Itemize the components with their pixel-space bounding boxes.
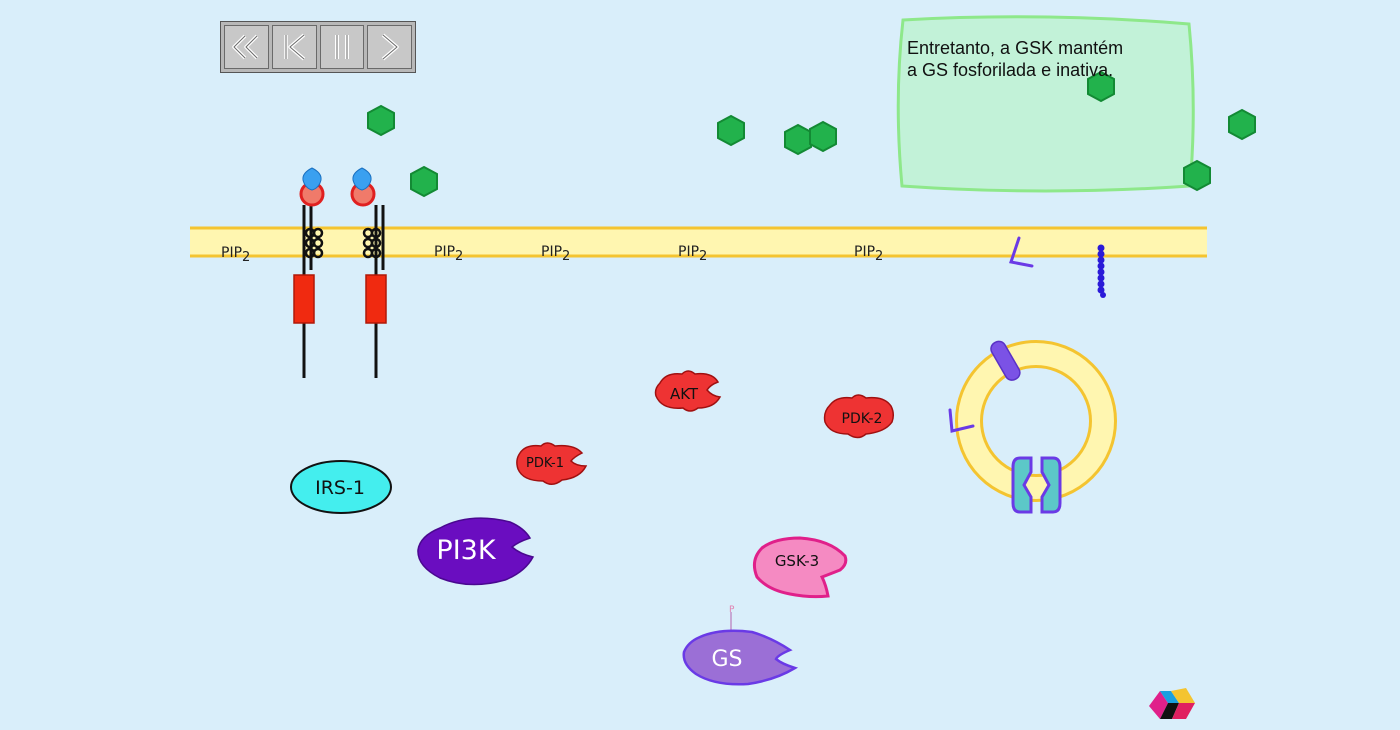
- svg-text:IRS-1: IRS-1: [315, 477, 365, 499]
- pip2-label: PIP2: [678, 244, 707, 264]
- glucose-molecule: [1228, 108, 1256, 141]
- pip2-label: PIP2: [541, 244, 570, 264]
- pdk1-protein: PDK-1: [516, 442, 588, 485]
- svg-text:PDK-2: PDK-2: [842, 411, 883, 427]
- media-controls: [220, 21, 416, 73]
- akt-protein: AKT: [654, 370, 722, 412]
- pip2-labels: PIP2 PIP2 PIP2 PIP2 PIP2: [221, 244, 883, 265]
- rewind-button[interactable]: [224, 25, 269, 69]
- chevron-right-icon: [381, 33, 399, 61]
- phosphate-marker: P: [729, 605, 735, 615]
- svg-text:AKT: AKT: [670, 385, 699, 403]
- svg-text:PI3K: PI3K: [436, 535, 496, 566]
- cell-membrane: [190, 226, 1207, 258]
- glucose-molecules: [367, 70, 1256, 198]
- glut4-vesicle: [948, 340, 1117, 514]
- glycogen-synthase: P GS: [682, 605, 799, 686]
- svg-text:GS: GS: [711, 647, 742, 672]
- membrane-anchor-marker: [1009, 236, 1034, 268]
- vesicle-membrane-protein: [990, 340, 1021, 381]
- pip2-label: PIP2: [434, 244, 463, 264]
- glucose-molecule: [717, 114, 745, 147]
- pip2-label: PIP2: [854, 244, 883, 264]
- skip-back-icon: [284, 33, 306, 61]
- glucose-molecule: [1183, 159, 1211, 192]
- glucose-molecule: [367, 104, 395, 137]
- insulin-receptor: [293, 167, 387, 378]
- gsk3-protein: GSK-3: [752, 536, 848, 599]
- next-button[interactable]: [367, 25, 412, 69]
- vesicle-anchor-marker: [948, 408, 975, 433]
- insulin-molecule: [352, 167, 372, 191]
- pi3k-protein: PI3K: [417, 517, 535, 586]
- narration-text: Entretanto, a GSK mantém a GS fosforilad…: [907, 38, 1124, 80]
- pause-icon: [334, 35, 349, 59]
- insulin-molecule: [302, 167, 322, 191]
- svg-text:PDK-1: PDK-1: [526, 456, 564, 471]
- membrane-helix-protein: [1097, 244, 1106, 298]
- glut4-transporter: [1011, 456, 1062, 514]
- svg-text:GSK-3: GSK-3: [775, 552, 819, 570]
- glucose-molecule: [784, 123, 812, 156]
- receptor-chain-right: [350, 167, 387, 378]
- pip2-label: PIP2: [221, 245, 250, 265]
- glucose-molecule: [410, 165, 438, 198]
- pdk2-protein: PDK-2: [823, 394, 895, 439]
- publisher-logo: [1149, 688, 1195, 719]
- pause-button[interactable]: [319, 25, 365, 69]
- irs1-protein: IRS-1: [290, 460, 392, 514]
- double-chevron-left-icon: [232, 34, 259, 60]
- restart-button[interactable]: [271, 25, 317, 69]
- glucose-molecule: [1087, 70, 1115, 103]
- glucose-molecule: [809, 120, 837, 153]
- receptor-chain-left: [293, 167, 325, 378]
